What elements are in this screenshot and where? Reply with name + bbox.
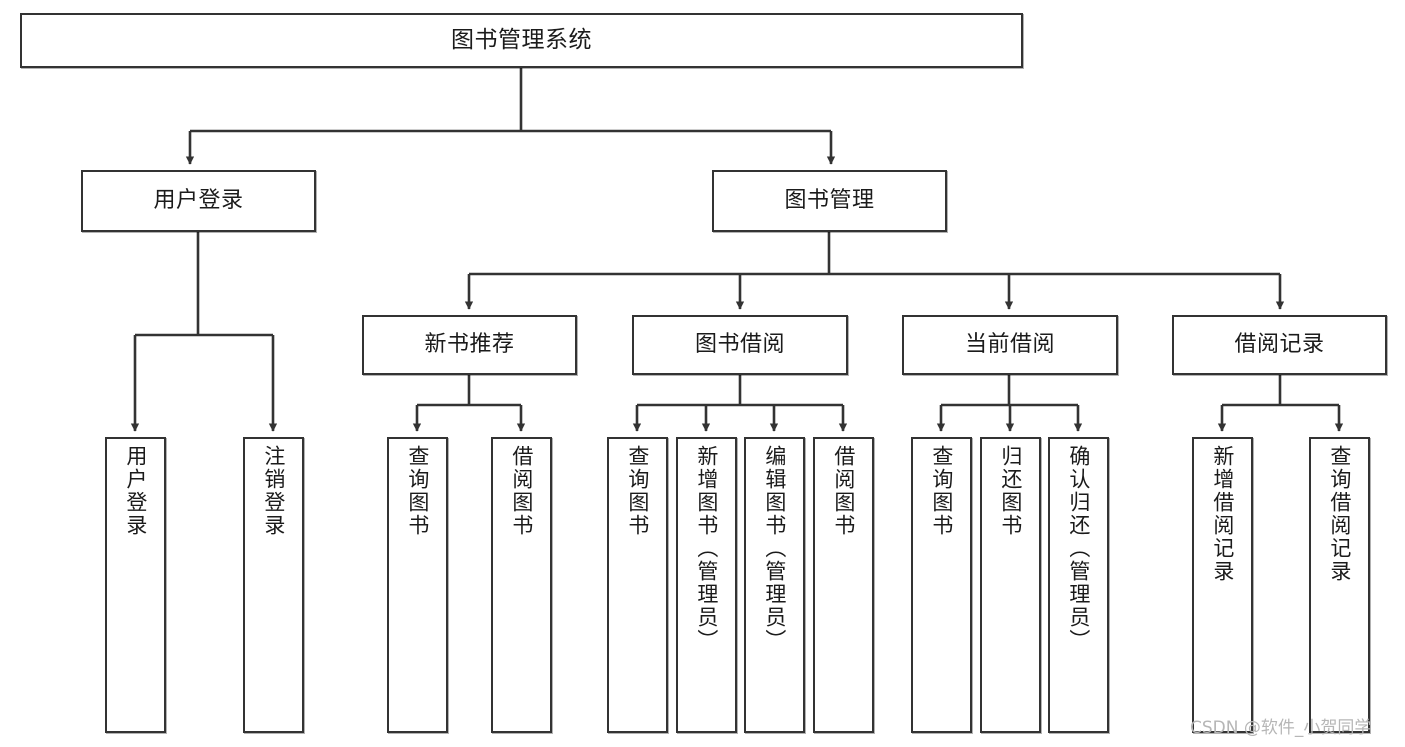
node-label: 归还图书 — [998, 445, 1023, 537]
node-label: 图书管理 — [784, 188, 875, 214]
leaf-new-book-borrow-book[interactable]: 借阅图书 — [491, 437, 552, 733]
node-label: 借阅图书 — [509, 445, 534, 537]
node-label: 查询图书 — [405, 445, 430, 537]
node-label: 新书推荐 — [424, 332, 515, 358]
leaf-new-book-query-book[interactable]: 查询图书 — [387, 437, 448, 733]
node-label: 查询图书 — [625, 445, 650, 537]
node-label: 编辑图书（管理员） — [762, 445, 787, 652]
node-label: 确认归还（管理员） — [1066, 445, 1091, 652]
leaf-user-login-login[interactable]: 用户登录 — [105, 437, 166, 733]
node-label: 查询借阅记录 — [1327, 445, 1352, 583]
node-label: 查询图书 — [929, 445, 954, 537]
node-book-borrowing[interactable]: 图书借阅 — [632, 315, 848, 375]
leaf-book-borrow-add-book-admin[interactable]: 新增图书（管理员） — [676, 437, 737, 733]
leaf-borrow-record-add-record[interactable]: 新增借阅记录 — [1192, 437, 1253, 733]
node-label: 新增图书（管理员） — [694, 445, 719, 652]
node-label: 借阅记录 — [1234, 332, 1325, 358]
node-book-management[interactable]: 图书管理 — [712, 170, 947, 232]
node-root-book-management-system[interactable]: 图书管理系统 — [20, 13, 1023, 68]
leaf-book-borrow-borrow-book[interactable]: 借阅图书 — [813, 437, 874, 733]
node-label: 用户登录 — [123, 445, 148, 537]
node-label: 借阅图书 — [831, 445, 856, 537]
node-borrowing-record[interactable]: 借阅记录 — [1172, 315, 1387, 375]
csdn-watermark: CSDN @软件_小贺同学 — [1190, 718, 1372, 738]
node-label: 用户登录 — [153, 188, 244, 214]
node-label: 图书借阅 — [694, 332, 785, 358]
leaf-user-login-logout[interactable]: 注销登录 — [243, 437, 304, 733]
node-current-borrowing[interactable]: 当前借阅 — [902, 315, 1118, 375]
leaf-borrow-record-query-record[interactable]: 查询借阅记录 — [1309, 437, 1370, 733]
leaf-current-borrow-return-book[interactable]: 归还图书 — [980, 437, 1041, 733]
leaf-current-borrow-query-book[interactable]: 查询图书 — [911, 437, 972, 733]
node-label: 注销登录 — [261, 445, 286, 537]
node-user-login[interactable]: 用户登录 — [81, 170, 316, 232]
leaf-current-borrow-confirm-return-admin[interactable]: 确认归还（管理员） — [1048, 437, 1109, 733]
node-label: 图书管理系统 — [451, 27, 592, 54]
node-label: 新增借阅记录 — [1210, 445, 1235, 583]
leaf-book-borrow-query-book[interactable]: 查询图书 — [607, 437, 668, 733]
leaf-book-borrow-edit-book-admin[interactable]: 编辑图书（管理员） — [744, 437, 805, 733]
node-new-book-recommendation[interactable]: 新书推荐 — [362, 315, 577, 375]
node-label: 当前借阅 — [964, 332, 1055, 358]
